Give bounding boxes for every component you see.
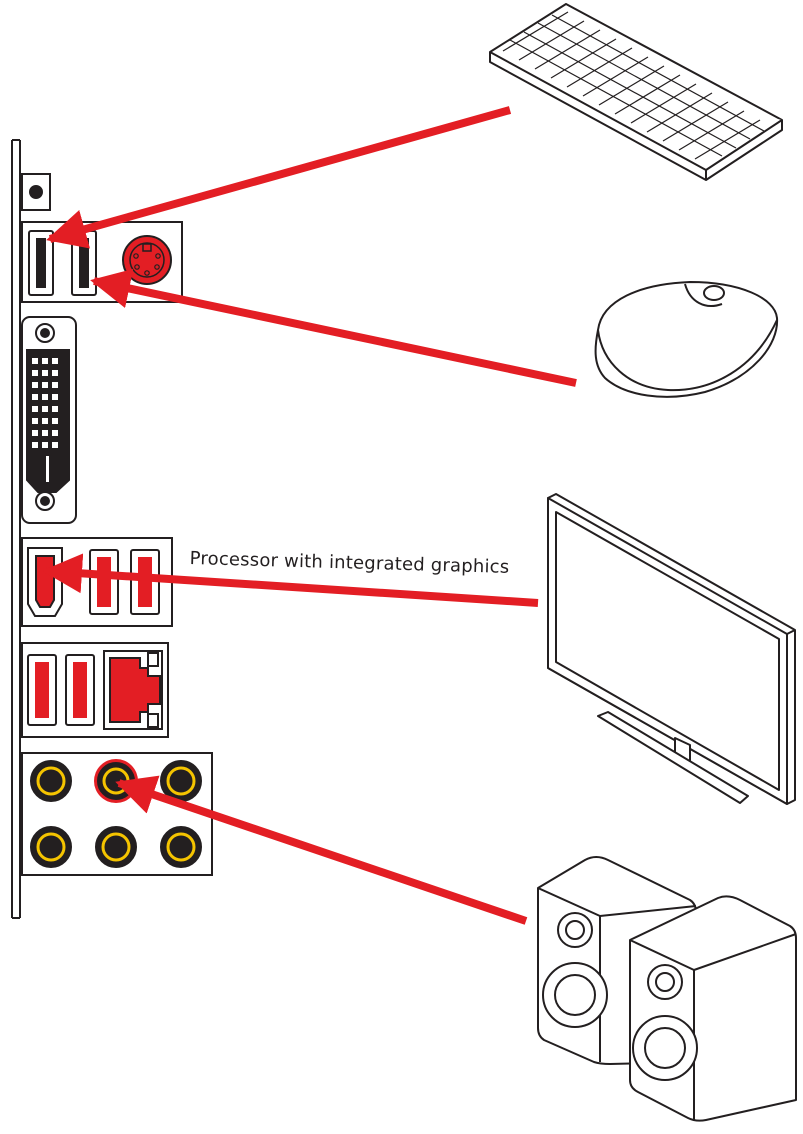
audio-jack (160, 826, 202, 868)
monitor-icon (547, 493, 796, 805)
keyboard-icon (489, 3, 783, 181)
mouse-icon (594, 280, 779, 398)
dvi-port (21, 316, 77, 524)
usb-ps2-port-block (21, 221, 183, 303)
arrow-monitor-to-hdmi (42, 553, 539, 607)
arrow-speakers-to-audio (115, 775, 528, 925)
audio-jack (30, 826, 72, 868)
audio-jack (30, 760, 72, 802)
rear-io-bracket (11, 139, 21, 919)
bios-flashback-button (21, 173, 51, 211)
audio-jack-block (21, 752, 213, 876)
hdmi-usb-port-block (21, 537, 173, 627)
audio-jack (160, 760, 202, 802)
usb-lan-port-block (21, 642, 169, 738)
arrow-keyboard-to-usb (46, 106, 512, 249)
audio-jack-line-out (94, 759, 138, 803)
audio-jack (95, 826, 137, 868)
connection-arrows (42, 106, 577, 925)
speakers-icon (537, 856, 797, 1122)
arrow-mouse-to-usb (90, 268, 577, 387)
